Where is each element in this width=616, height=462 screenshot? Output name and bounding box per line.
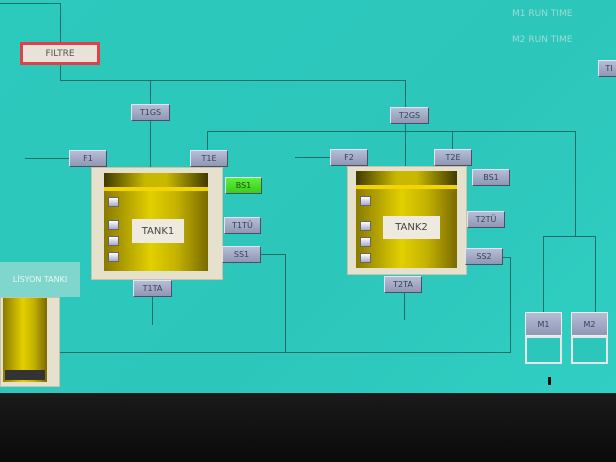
level-indicator [360,196,371,206]
bs1-button[interactable]: BS1 [225,177,262,194]
pipe [207,131,208,150]
level-indicator [108,236,119,246]
side-tank [0,297,60,387]
t1gs-button[interactable]: T1GS [131,104,170,121]
pipe [543,236,596,237]
pipe [261,254,286,255]
level-indicator [108,220,119,230]
m1-button[interactable]: M1 [525,312,562,336]
m2-button[interactable]: M2 [571,312,608,336]
t2gs-button[interactable]: T2GS [390,107,429,124]
t2tu-button[interactable]: T2TÜ [467,211,505,228]
pipe [405,80,406,107]
level-indicator [360,237,371,247]
t1e-button[interactable]: T1E [190,150,228,167]
pipe [285,254,286,352]
level-indicator [360,253,371,263]
tank2: TANK2 [347,166,467,275]
pipe [452,131,453,149]
pipe [150,80,151,104]
filter-button[interactable]: FILTRE [20,42,100,65]
level-indicator [108,197,119,207]
pipe [404,293,405,320]
monitor-bezel [0,393,616,462]
hmi-screen: FILTRE M1 RUN TIME M2 RUN TIME TI T1GS F… [0,0,616,393]
f1-button[interactable]: F1 [69,150,107,167]
pipe [543,236,544,312]
tank2-label: TANK2 [383,216,440,239]
pipe [295,157,330,158]
partial-button[interactable]: TI [598,60,616,77]
level-indicator [108,252,119,262]
m2-run-time-label: M2 RUN TIME [512,35,573,45]
t2e-button[interactable]: T2E [434,149,472,166]
m2-status [571,336,608,364]
pipe [25,158,69,159]
mouse-cursor-icon [548,377,551,385]
pipe [150,121,151,173]
t2ta-button[interactable]: T2TA [384,276,422,293]
tank1: TANK1 [91,167,223,280]
t1ta-button[interactable]: T1TA [133,280,172,297]
pipe [575,131,576,237]
side-tank-label: LİSYON TANKI [0,262,80,297]
bs1-tank2-button[interactable]: BS1 [472,169,510,186]
pipe [405,124,406,172]
pipe [510,257,511,352]
pipe [152,297,153,325]
pipe [503,257,511,258]
level-indicator [360,221,371,231]
t1tu-button[interactable]: T1TÜ [224,217,261,234]
ss1-button[interactable]: SS1 [222,246,261,263]
pipe [0,3,61,4]
ss2-button[interactable]: SS2 [465,248,503,265]
pipe [207,131,576,132]
m1-status [525,336,562,364]
tank1-label: TANK1 [132,219,184,243]
pipe [595,236,596,312]
pipe [60,352,511,353]
f2-button[interactable]: F2 [330,149,368,166]
pipe [60,65,61,81]
m1-run-time-label: M1 RUN TIME [512,9,573,19]
pipe [60,80,406,81]
pipe [60,3,61,42]
